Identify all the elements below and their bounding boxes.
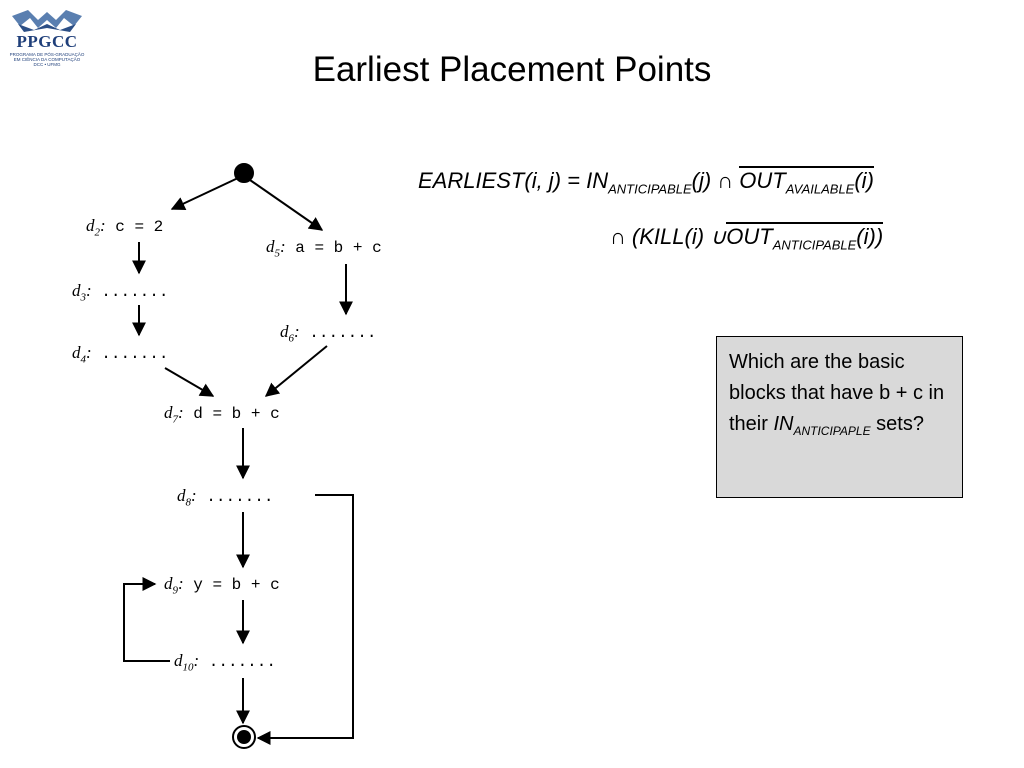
node-d2: d2: c = 2 <box>86 216 163 242</box>
node-code: a = b + c <box>285 239 382 257</box>
node-d3: d3: ....... <box>72 281 168 307</box>
node-name: d7: <box>164 403 184 426</box>
question-in-sub: ANTICIPAPLE <box>793 424 871 438</box>
node-name: d4: <box>72 343 92 366</box>
node-name: d3: <box>72 281 92 304</box>
node-code: ....... <box>91 283 169 301</box>
node-name: d10: <box>174 651 200 674</box>
entry-node <box>234 163 254 183</box>
edge-d10-d9-loop <box>123 577 170 662</box>
node-name: d9: <box>164 574 184 597</box>
node-code: ....... <box>199 653 276 671</box>
logo-subtitle-line: DCC • UFMG <box>33 62 61 67</box>
edge-d6-d7 <box>264 345 328 397</box>
node-code: d = b + c <box>183 405 280 423</box>
node-d7: d7: d = b + c <box>164 403 280 429</box>
question-text-end: sets? <box>870 413 924 435</box>
node-d8: d8: ....... <box>177 486 273 512</box>
node-code: c = 2 <box>105 218 164 236</box>
node-code: y = b + c <box>183 576 280 594</box>
logo-subtitle-line: PROGRAMA DE PÓS-GRADUAÇÃO <box>9 52 85 57</box>
question-in: IN <box>773 413 794 435</box>
earliest-formula-line-1: EARLIEST(i, j) = INANTICIPABLE(j) ∩ OUTA… <box>418 166 874 197</box>
edge-entry-d5 <box>249 179 324 231</box>
question-box: Which are the basic blocks that have b +… <box>716 336 963 498</box>
earliest-formula-line-2: ∩ (KILL(i) ∪OUTANTICIPABLE(i)) <box>610 222 884 253</box>
logo-emblem-icon <box>12 10 82 32</box>
slide-title: Earliest Placement Points <box>312 50 712 89</box>
logo-text: PPGCC <box>16 32 78 51</box>
node-name: d8: <box>177 486 197 509</box>
node-code: ....... <box>91 345 169 363</box>
exit-node-core <box>237 730 251 744</box>
edge-d4-d7 <box>164 367 215 397</box>
node-d4: d4: ....... <box>72 343 168 369</box>
node-name: d5: <box>266 237 286 260</box>
logo-subtitle-line: EM CIÊNCIA DA COMPUTAÇÃO <box>13 57 81 62</box>
node-d9: d9: y = b + c <box>164 574 280 600</box>
node-d10: d10: ....... <box>174 651 276 677</box>
node-name: d2: <box>86 216 106 239</box>
edge-d8-exit <box>256 494 354 745</box>
node-name: d6: <box>280 322 300 345</box>
node-d5: d5: a = b + c <box>266 237 382 263</box>
ppgcc-logo: PPGCC PROGRAMA DE PÓS-GRADUAÇÃO EM CIÊNC… <box>4 6 90 67</box>
node-code: ....... <box>196 488 274 506</box>
edge-entry-d2 <box>170 177 239 210</box>
node-code: ....... <box>299 324 377 342</box>
question-text: Which are the basic blocks that have b +… <box>729 351 945 435</box>
node-d6: d6: ....... <box>280 322 376 348</box>
